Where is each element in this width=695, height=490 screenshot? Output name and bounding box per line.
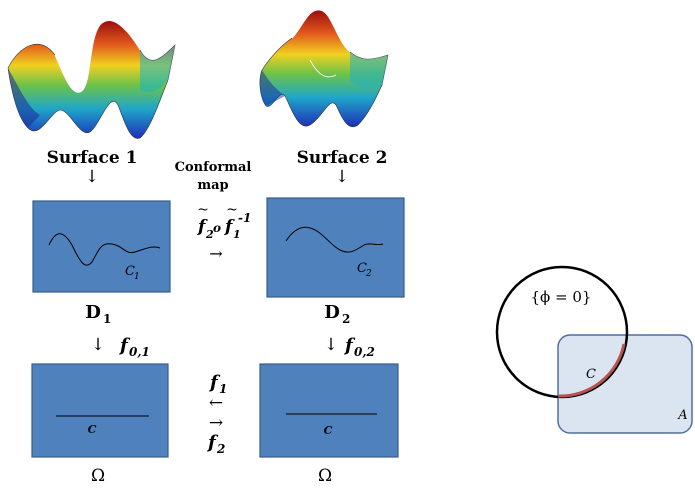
tilde-f2: ~ — [197, 202, 209, 218]
curve-c2 — [285, 226, 384, 253]
tilde-f1: ~ — [226, 202, 238, 218]
omega-1-box: C — [31, 363, 169, 458]
domain-d1-box: C 1 — [32, 200, 171, 293]
map-composition-inverse: -1 — [238, 211, 251, 225]
down-arrow-surface-2: ↓ — [335, 167, 349, 187]
map-composition-f2-sub: 2 — [205, 228, 214, 241]
domain-d2-label: D — [324, 302, 340, 323]
domain-d1-label: D — [85, 302, 101, 323]
map-02-arrow: ↓ — [324, 335, 338, 355]
curve-c1 — [48, 233, 161, 266]
surface-1-label: Surface 1 — [47, 148, 138, 168]
f2-map-sub: 2 — [216, 442, 225, 456]
venn-diagram: {ϕ = 0} C A — [495, 265, 693, 434]
map-composition-f1-sub: 1 — [233, 228, 241, 241]
domain-d1-sub: 1 — [103, 312, 111, 326]
curve-c1-sub: 1 — [134, 272, 140, 282]
f2-map-arrow: → — [209, 413, 223, 433]
map-02-sub: 0,2 — [354, 345, 375, 359]
omega-2-label: Ω — [318, 466, 332, 486]
f1-map-arrow: ← — [209, 393, 223, 413]
down-arrow-surface-1: ↓ — [85, 167, 99, 187]
curve-c2-label: C — [357, 261, 367, 276]
surface-1-graphic — [7, 20, 176, 139]
set-a — [557, 334, 693, 434]
map-composition-f2: f — [197, 217, 208, 237]
intersection-arc-c — [557, 343, 626, 398]
map-composition-arrow: → — [209, 244, 222, 263]
map-composition-circ: o — [213, 221, 221, 235]
omega-2-curve-label: C — [324, 424, 333, 437]
intersection-label: C — [586, 367, 596, 382]
domain-d2-box: C 2 — [266, 197, 405, 298]
f1-map-sub: 1 — [219, 382, 227, 396]
zero-set-label: {ϕ = 0} — [531, 288, 592, 306]
curve-c1-label: C — [125, 264, 135, 279]
omega-1-label: Ω — [91, 466, 105, 486]
surface-2-label: Surface 2 — [297, 148, 388, 168]
conformal-map-label-line2: map — [197, 178, 228, 193]
map-composition: ~ f 2 o ~ f 1 -1 → — [197, 202, 251, 263]
surface-2-graphic — [259, 9, 389, 127]
omega-1-curve-label: C — [88, 423, 97, 436]
conformal-map-label-line1: Conformal — [175, 160, 252, 175]
map-composition-f1: f — [224, 217, 235, 237]
omega-2-box: C — [259, 363, 399, 458]
map-01-sub: 0,1 — [129, 345, 150, 359]
map-01-arrow: ↓ — [91, 335, 105, 355]
set-a-label: A — [677, 408, 687, 423]
curve-c2-sub: 2 — [365, 269, 372, 279]
domain-d2-sub: 2 — [342, 312, 350, 326]
